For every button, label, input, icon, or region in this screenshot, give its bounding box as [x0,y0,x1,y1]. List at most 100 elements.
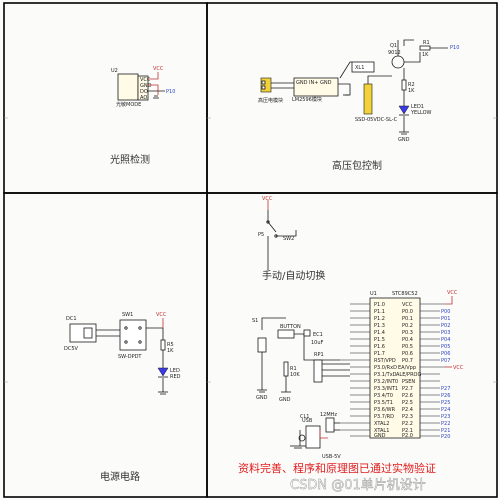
panel-power-border [3,192,208,498]
svg-text:P3.2/INT0: P3.2/INT0 [374,379,398,385]
watermark-csdn: CSDN @01单片机设计 [290,478,426,493]
light-vcc: VCC [153,66,164,72]
watermark-red: 资料完善、程序和原理图已通过实物验证 [238,461,436,475]
svg-text:P26: P26 [441,393,450,399]
svg-text:P25: P25 [441,400,450,406]
svg-text:P3.4/T0: P3.4/T0 [374,393,393,399]
svg-text:P27: P27 [441,386,450,392]
svg-text:P0.3: P0.3 [402,330,413,336]
mcu-chip [369,297,421,439]
svg-text:USB-5V: USB-5V [322,454,341,460]
svg-text:P01: P01 [441,316,450,322]
panel-hv-title: 高压包控制 [332,159,382,172]
hv-transistor [391,55,405,69]
svg-text:P3.0/RxD: P3.0/RxD [374,365,397,371]
resistor-array [313,359,323,383]
svg-text:P1.5: P1.5 [374,337,385,343]
hv-box-label: 高压电模块 [258,97,283,104]
svg-text:P1.4: P1.4 [374,330,385,336]
svg-text:P1.7: P1.7 [374,351,385,357]
svg-text:R5: R5 [167,342,174,348]
power-vcc: VCC [156,312,167,318]
svg-text:XTAL2: XTAL2 [374,421,389,427]
power-sw-label: SW-DPDT [118,354,142,360]
svg-text:EC1: EC1 [313,332,323,338]
svg-text:RP1: RP1 [314,352,324,358]
svg-text:RST/VPD: RST/VPD [374,358,396,364]
hv-r-label: R1 [423,40,430,46]
svg-text:P1.1: P1.1 [374,309,385,315]
svg-text:P0.2: P0.2 [402,323,413,329]
hv-module [293,77,339,97]
light-sensor-module [117,73,139,101]
svg-text:PSEN: PSEN [402,379,415,385]
svg-text:GND: GND [256,395,268,401]
svg-text:1K: 1K [408,88,415,94]
svg-text:P02: P02 [441,323,450,329]
panel-light-title: 光照检测 [110,153,150,166]
svg-text:P2.6: P2.6 [402,393,413,399]
mcu-left-pins: P1.0P1.1 P1.2P1.3 P1.4P1.5 P1.6P1.7 RST/… [374,302,398,439]
light-module-label: 光敏MODE [116,101,141,108]
svg-text:P3.7/RD: P3.7/RD [374,414,394,420]
svg-text:P10: P10 [450,45,459,51]
svg-text:VCC: VCC [262,196,273,202]
usb-connector [305,425,321,449]
svg-text:P06: P06 [441,351,450,357]
svg-text:10K: 10K [290,372,300,378]
svg-text:P04: P04 [441,337,450,343]
svg-text:GND: GND [279,397,291,403]
svg-text:R1: R1 [290,366,297,372]
power-led-icon [157,367,169,377]
svg-text:P2.0: P2.0 [402,433,413,439]
power-switch [119,319,147,351]
panel-mcu-border [206,192,498,498]
hv-connector [260,77,272,93]
panel-light-border [3,2,208,194]
hv-gnd: GND [398,137,410,143]
usb-label: USB [302,418,313,424]
svg-text:GND: GND [374,433,386,439]
svg-text:VCC: VCC [453,365,464,371]
svg-text:DC1: DC1 [66,316,77,322]
hv-resistor [419,45,431,51]
edge-ticks [4,117,497,383]
hv-control-circuit: 高压电模块 GND IN+ GND LM2596模块 XL1 SSD-05VDC… [258,39,459,143]
svg-text:EA/Vpp: EA/Vpp [398,365,416,371]
svg-text:AO: AO [140,95,147,101]
hv-q-label: Q1 [390,43,397,49]
light-sensor-circuit: U2 光敏MODE VCC GND DO AO VCC P10 [111,66,175,108]
svg-text:9012: 9012 [388,50,401,56]
svg-text:XTAL1: XTAL1 [374,428,389,434]
power-circuit: DC1 DC5V SW1 SW-DPDT VCC R5 1K LED RED [64,312,181,395]
svg-text:P1.0: P1.0 [374,302,385,308]
svg-text:VCC: VCC [140,77,151,83]
svg-text:P1.6: P1.6 [374,344,385,350]
svg-text:P2.2: P2.2 [402,421,413,427]
svg-text:P3.3/INT1: P3.3/INT1 [374,386,398,392]
svg-text:P22: P22 [441,421,450,427]
mcu-chip-label: STC89C52 [392,291,418,297]
svg-text:VCC: VCC [447,290,458,296]
svg-text:P0.6: P0.6 [402,351,413,357]
reset-button-icon [257,337,267,353]
hv-led-color: YELLOW [410,110,432,116]
svg-text:P0.0: P0.0 [402,309,413,315]
svg-text:P03: P03 [441,330,450,336]
svg-text:P20: P20 [441,434,450,440]
crystal-label: 12MHz [320,412,337,418]
mcu-circuit: VCC SW2 P5 手动/自动切换 U1 STC89C52 P1.0P1.1 … [252,196,464,460]
hv-led-label: LED1 [411,104,424,110]
svg-text:P3.5/T1: P3.5/T1 [374,400,393,406]
hv-relay [351,61,375,73]
svg-text:P2.7: P2.7 [402,386,413,392]
mcu-ref: U1 [370,291,377,297]
svg-text:VCC: VCC [402,302,413,308]
svg-text:P0.4: P0.4 [402,337,413,343]
svg-text:P24: P24 [441,407,450,413]
svg-text:P07: P07 [441,358,450,364]
hv-ssr-label: SSD-05VDC-SL-C [355,117,398,123]
svg-text:P0.7: P0.7 [402,358,413,364]
